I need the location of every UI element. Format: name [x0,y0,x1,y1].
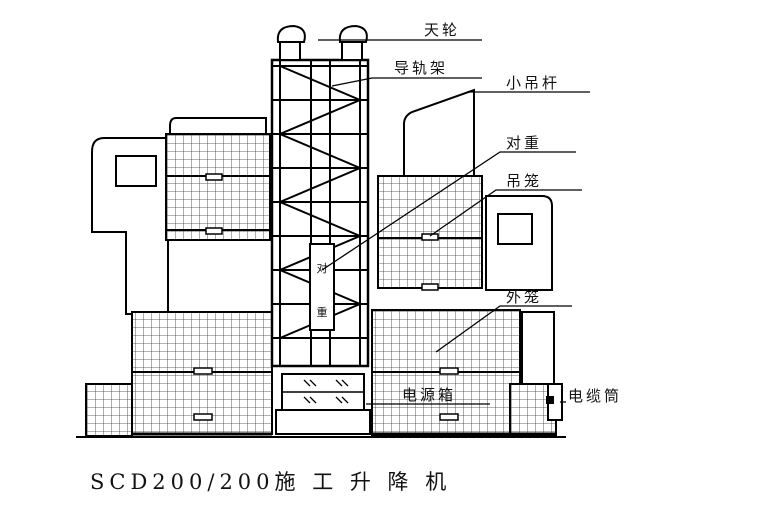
left-cab [91,137,169,315]
label-dianyuanxiang: 电源箱 [402,386,456,404]
right-base-fence [371,309,557,437]
counterweight-text-2: 重 [317,305,328,319]
leader-lines [318,39,590,405]
label-diaolong: 吊笼 [506,172,542,190]
cable-drum [546,383,563,421]
left-cab-window [115,155,157,187]
small-boom [403,88,475,177]
label-wailong: 外笼 [506,288,542,306]
counterweight-text-1: 对 [317,261,328,275]
left-upper-cage [165,117,271,241]
label-duizhong: 对重 [506,134,542,152]
power-box [275,373,371,435]
label-daoguijia: 导轨架 [394,59,448,77]
counterweight: 对 重 [309,243,335,331]
right-upper-cage [377,175,483,291]
right-cab-window [497,213,533,245]
label-dianlantong: 电缆筒 [568,387,622,405]
label-xiaodiaogan: 小吊杆 [506,74,560,92]
label-tianlun: 天轮 [424,21,460,39]
left-base-fence [85,311,273,437]
diagram-caption: SCD200/200施 工 升 降 机 [90,470,451,494]
top-sheaves [276,24,368,61]
